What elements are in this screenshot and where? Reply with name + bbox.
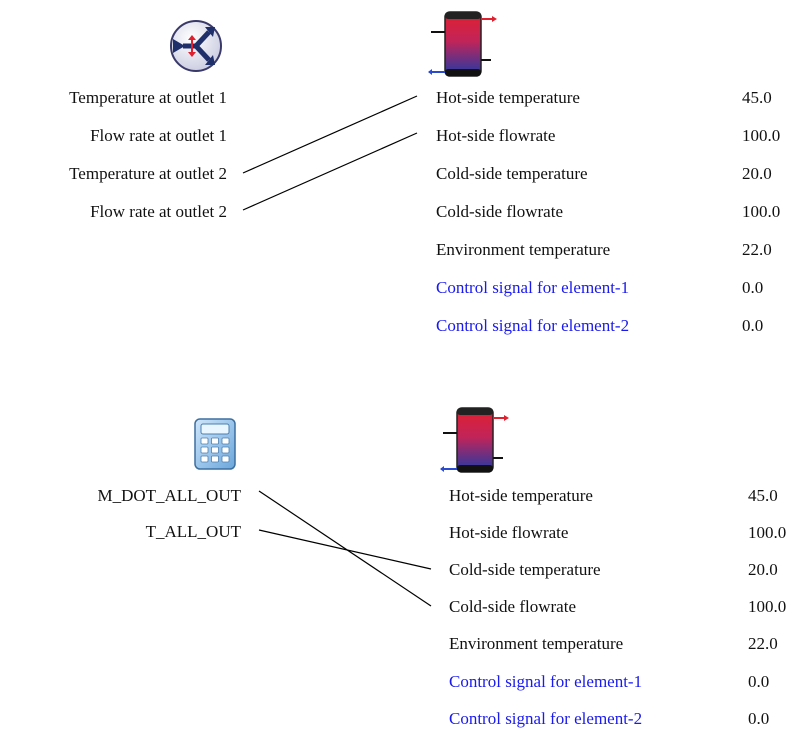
- target-input-value[interactable]: 20.0: [748, 560, 778, 579]
- source-output-label[interactable]: Flow rate at outlet 1: [90, 126, 227, 145]
- source-output-label[interactable]: Flow rate at outlet 2: [90, 202, 227, 221]
- target-input-value[interactable]: 45.0: [742, 88, 772, 107]
- source-output-label[interactable]: T_ALL_OUT: [145, 522, 241, 541]
- source-output-label[interactable]: M_DOT_ALL_OUT: [97, 486, 241, 505]
- target-input-label[interactable]: Cold-side flowrate: [436, 202, 563, 221]
- target-input-value[interactable]: 0.0: [742, 316, 764, 335]
- target-input-value[interactable]: 45.0: [748, 486, 778, 505]
- target-input-label[interactable]: Cold-side temperature: [436, 164, 588, 183]
- target-input-label[interactable]: Hot-side temperature: [449, 486, 593, 505]
- connection-line: [242, 95, 418, 174]
- target-input-value[interactable]: 22.0: [742, 240, 772, 259]
- target-input-value[interactable]: 100.0: [748, 597, 787, 616]
- source-output-label[interactable]: Temperature at outlet 1: [69, 88, 227, 107]
- target-input-value[interactable]: 0.0: [748, 709, 770, 728]
- target-input-label[interactable]: Cold-side flowrate: [449, 597, 576, 616]
- connection-line: [258, 529, 432, 570]
- calculator-icon[interactable]: [191, 417, 241, 476]
- source-output-label[interactable]: Temperature at outlet 2: [69, 164, 227, 183]
- connection-line: [242, 132, 418, 211]
- target-input-value[interactable]: 100.0: [748, 523, 787, 542]
- target-input-label[interactable]: Hot-side flowrate: [449, 523, 569, 542]
- target-input-value[interactable]: 22.0: [748, 634, 778, 653]
- control-signal-label[interactable]: Control signal for element-1: [436, 278, 630, 297]
- control-signal-label[interactable]: Control signal for element-2: [449, 709, 643, 728]
- target-input-label[interactable]: Hot-side temperature: [436, 88, 580, 107]
- target-input-value[interactable]: 20.0: [742, 164, 772, 183]
- target-input-value[interactable]: 100.0: [742, 126, 781, 145]
- target-input-value[interactable]: 0.0: [742, 278, 764, 297]
- diverter-valve-icon[interactable]: [163, 20, 233, 79]
- storage-tank-icon[interactable]: [428, 10, 498, 85]
- target-input-label[interactable]: Cold-side temperature: [449, 560, 601, 579]
- target-input-label[interactable]: Hot-side flowrate: [436, 126, 556, 145]
- connection-line: [258, 490, 432, 607]
- target-input-label[interactable]: Environment temperature: [436, 240, 611, 259]
- target-input-label[interactable]: Environment temperature: [449, 634, 624, 653]
- target-input-value[interactable]: 0.0: [748, 672, 770, 691]
- control-signal-label[interactable]: Control signal for element-2: [436, 316, 630, 335]
- control-signal-label[interactable]: Control signal for element-1: [449, 672, 643, 691]
- storage-tank-icon[interactable]: [440, 406, 510, 481]
- target-input-value[interactable]: 100.0: [742, 202, 781, 221]
